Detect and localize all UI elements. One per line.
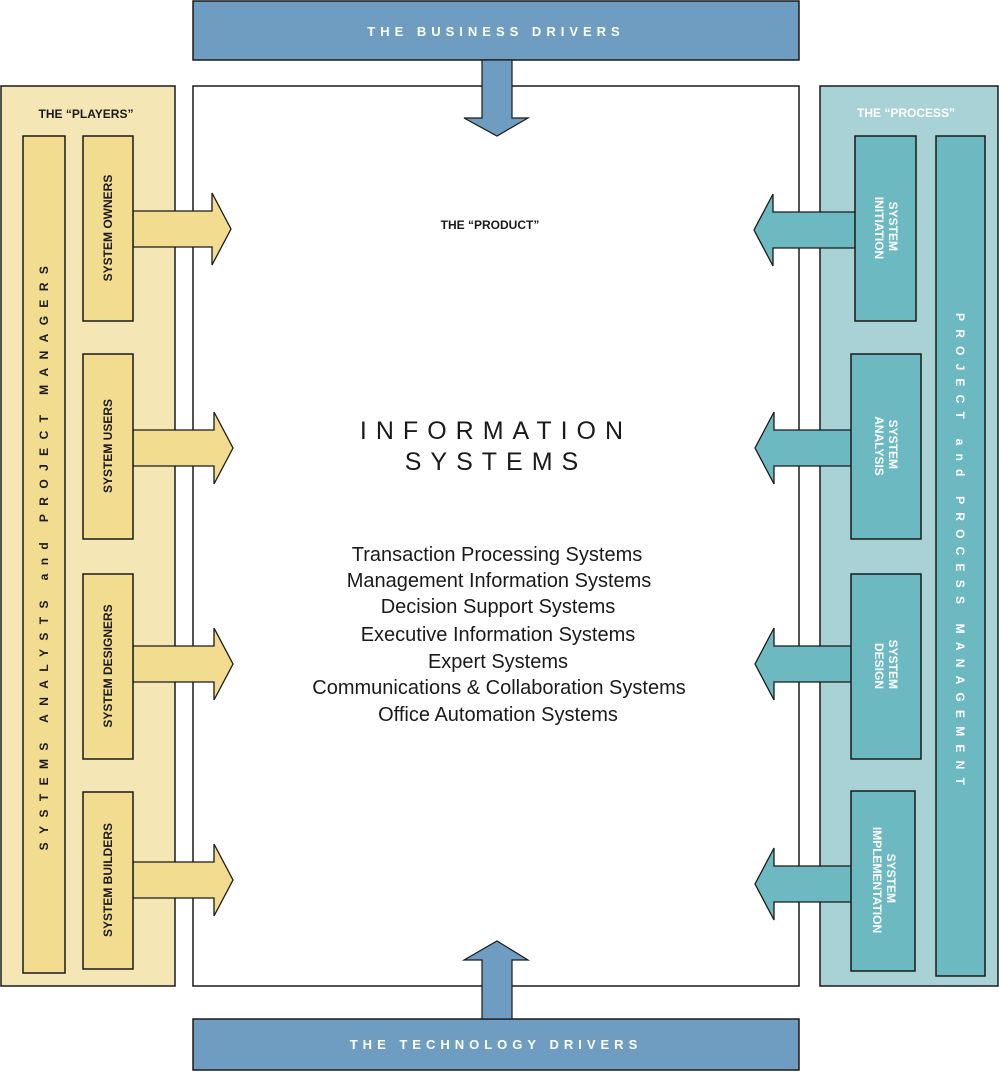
process-arrow: [753, 193, 857, 267]
role-box: [82, 135, 134, 322]
process-heading: THE “PROCESS”: [857, 106, 955, 120]
player-arrow: [132, 843, 234, 917]
process-phase-implementation: SYSTEM IMPLEMENTATION: [754, 790, 916, 972]
players-heading: THE “PLAYERS”: [39, 107, 134, 121]
process-phase-initiation: SYSTEM INITIATION: [753, 135, 917, 322]
phase-label-line1: SYSTEM: [886, 420, 900, 469]
player-arrow: [132, 411, 234, 485]
phase-label: SYSTEM INITIATION: [872, 197, 900, 259]
phase-box: [850, 353, 922, 540]
process-arrow: [754, 411, 853, 485]
phase-label: SYSTEM ANALYSIS: [872, 416, 900, 476]
process-arrow: [754, 847, 853, 921]
system-type: Management Information Systems: [347, 570, 652, 592]
project-management-label: PROJECT and PROCESS MANAGEMENT: [953, 313, 967, 793]
phase-label: SYSTEM IMPLEMENTATION: [870, 827, 898, 933]
information-systems-title-line1: INFORMATION: [360, 417, 632, 445]
role-label: SYSTEM USERS: [101, 399, 115, 493]
phase-box: [850, 573, 922, 760]
product-box: [192, 85, 800, 987]
system-type: Executive Information Systems: [361, 624, 636, 646]
system-type: Decision Support Systems: [381, 596, 616, 618]
phase-box: [850, 790, 916, 972]
technology-drivers-label: THE TECHNOLOGY DRIVERS: [350, 1037, 643, 1052]
phase-label-line2: DESIGN: [872, 643, 886, 689]
player-arrow: [132, 627, 234, 701]
system-type: Transaction Processing Systems: [352, 544, 642, 566]
player-arrow: [132, 192, 232, 266]
player-role-system-owners: SYSTEM OWNERS: [82, 135, 232, 322]
system-type: Communications & Collaboration Systems: [312, 677, 686, 699]
system-type: Office Automation Systems: [378, 704, 618, 726]
process-arrow: [754, 627, 853, 701]
business-drivers-banner: [192, 0, 800, 61]
business-drivers-arrow: [463, 59, 531, 137]
player-role-system-builders: SYSTEM BUILDERS: [82, 791, 234, 970]
phase-box: [854, 135, 917, 322]
systems-list: Transaction Processing Systems Managemen…: [312, 544, 686, 726]
technology-drivers-arrow: [461, 940, 531, 1020]
phase-label: SYSTEM DESIGN: [872, 640, 900, 693]
process-phase-design: SYSTEM DESIGN: [754, 573, 922, 760]
phase-label-line2: ANALYSIS: [872, 416, 886, 476]
phase-label-line1: SYSTEM: [884, 854, 898, 903]
player-role-system-designers: SYSTEM DESIGNERS: [82, 573, 234, 760]
product-heading: THE “PRODUCT”: [441, 218, 540, 232]
player-role-system-users: SYSTEM USERS: [82, 353, 234, 540]
phase-label-line2: INITIATION: [872, 197, 886, 259]
phase-label-line1: SYSTEM: [886, 202, 900, 251]
information-systems-title-line2: SYSTEMS: [405, 448, 587, 476]
system-type: Expert Systems: [428, 651, 568, 673]
systems-analysts-label: SYSTEMS ANALYSTS and PROJECT MANAGERS: [37, 258, 51, 851]
role-box: [82, 573, 134, 760]
role-box: [82, 353, 134, 540]
technology-drivers-banner: [192, 1018, 800, 1071]
role-label: SYSTEM OWNERS: [101, 175, 115, 282]
project-management-bar: [935, 135, 986, 977]
process-phase-analysis: SYSTEM ANALYSIS: [754, 353, 922, 540]
role-box: [82, 791, 134, 970]
role-label: SYSTEM DESIGNERS: [101, 604, 115, 727]
phase-label-line2: IMPLEMENTATION: [870, 827, 884, 933]
systems-analysts-bar: [22, 135, 66, 974]
phase-label-line1: SYSTEM: [886, 640, 900, 689]
business-drivers-label: THE BUSINESS DRIVERS: [367, 24, 624, 39]
role-label: SYSTEM BUILDERS: [101, 823, 115, 937]
